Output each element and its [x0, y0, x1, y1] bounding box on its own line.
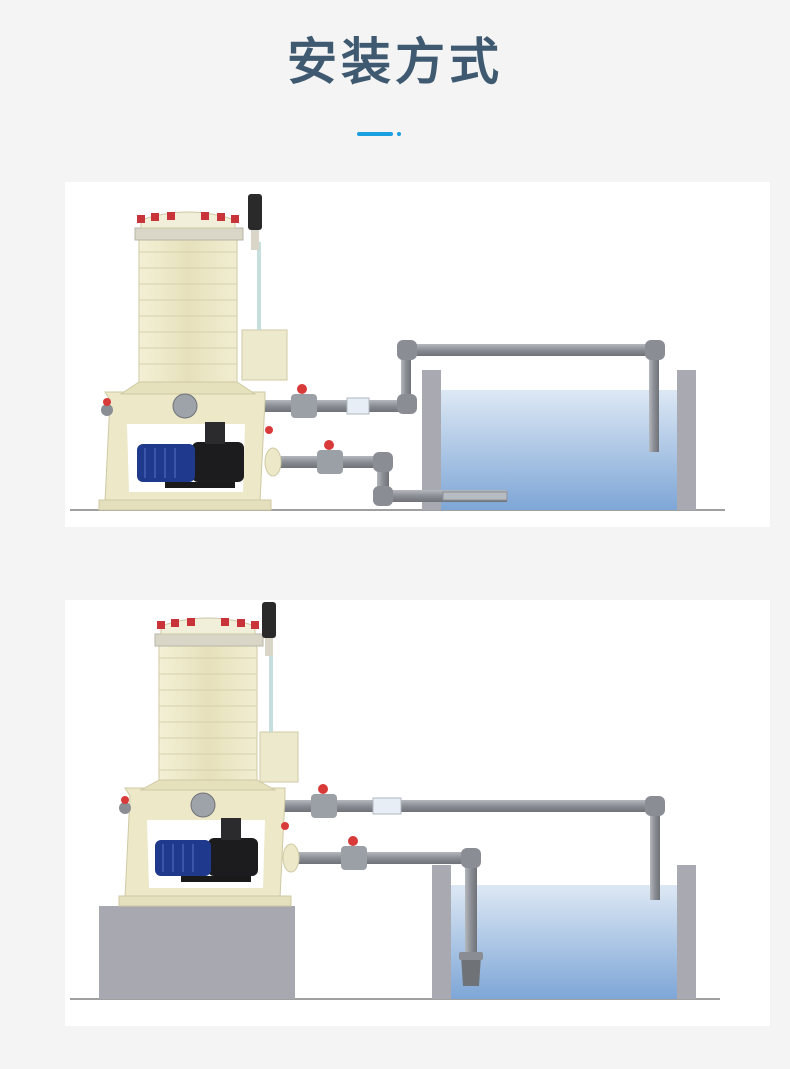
sight-glass — [373, 798, 401, 814]
return-valve — [311, 794, 337, 818]
pump-head — [192, 442, 244, 482]
side-chamber — [260, 732, 298, 782]
flange-clamp — [151, 213, 159, 221]
tank-wall-right — [677, 865, 696, 999]
pump-head — [208, 838, 258, 876]
valve-handle-red — [121, 796, 129, 804]
side-chamber — [242, 330, 287, 380]
outlet-flange — [191, 793, 215, 817]
flange-clamp — [187, 618, 195, 626]
tank-wall-right — [677, 370, 696, 510]
page-title: 安装方式 — [0, 22, 790, 94]
suction-flange — [283, 844, 299, 872]
elbow — [461, 848, 481, 868]
elbow — [397, 340, 417, 360]
filter-housing — [139, 234, 237, 384]
filter-base-foot — [119, 896, 291, 906]
valve-handle-red — [318, 784, 328, 794]
diagram-1-canvas — [65, 182, 770, 527]
suction-valve — [317, 450, 343, 474]
elbow — [645, 796, 665, 816]
tank-water — [451, 885, 677, 999]
elbow — [645, 340, 665, 360]
flange-clamp — [201, 212, 209, 220]
flange-clamp — [157, 621, 165, 629]
installation-diagram-1 — [65, 182, 770, 527]
return-valve — [291, 394, 317, 418]
outlet-flange — [173, 394, 197, 418]
valve-handle-red — [324, 440, 334, 450]
flange-clamp — [221, 618, 229, 626]
elbow — [397, 394, 417, 414]
filter-base-foot — [99, 500, 271, 510]
diagram-2-canvas — [65, 600, 770, 1026]
sight-glass — [347, 398, 369, 414]
installation-diagram-2 — [65, 600, 770, 1026]
title-accent-bar — [357, 132, 393, 136]
valve-handle-red — [265, 426, 273, 434]
tank-wall-left — [432, 865, 451, 999]
suction-valve — [341, 846, 367, 870]
platform — [99, 906, 295, 999]
valve-handle-red — [348, 836, 358, 846]
flange-clamp — [251, 621, 259, 629]
flange-clamp — [137, 215, 145, 223]
tank-wall-left — [422, 370, 441, 510]
valve-handle-red — [103, 398, 111, 406]
foot-valve — [461, 956, 481, 986]
filter-lid-band — [135, 228, 243, 240]
flange-clamp — [167, 212, 175, 220]
elbow — [373, 452, 393, 472]
valve-handle-red — [297, 384, 307, 394]
filter-housing — [159, 640, 257, 782]
suction-flange — [265, 448, 281, 476]
pressure-gauge — [248, 194, 262, 230]
elbow — [373, 486, 393, 506]
valve-handle-red — [281, 822, 289, 830]
flange-clamp — [217, 213, 225, 221]
filter-unit — [119, 602, 299, 906]
filter-unit — [99, 194, 287, 510]
filter-lid-band — [155, 634, 263, 646]
title-accent-dot — [397, 132, 401, 136]
flange-clamp — [231, 215, 239, 223]
suction-strainer — [443, 492, 507, 500]
flange-clamp — [237, 619, 245, 627]
pressure-gauge — [262, 602, 276, 638]
flange-clamp — [171, 619, 179, 627]
